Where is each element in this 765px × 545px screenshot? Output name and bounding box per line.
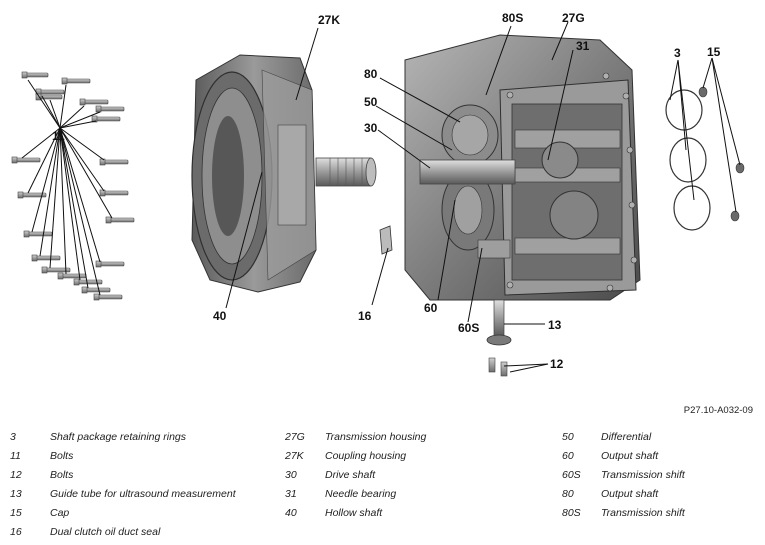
legend-number: 15 bbox=[10, 507, 22, 519]
guide-tube-13 bbox=[486, 299, 512, 346]
oil-duct-seal-16 bbox=[379, 225, 393, 255]
legend-number: 13 bbox=[10, 488, 22, 500]
caps-15 bbox=[698, 86, 745, 222]
legend-number: 60S bbox=[562, 469, 581, 481]
legend-text: Hollow shaft bbox=[325, 507, 383, 519]
callout-16: 16 bbox=[358, 309, 372, 323]
legend-text: Cap bbox=[50, 507, 70, 519]
legend-number: 27K bbox=[285, 450, 304, 462]
bolts-12 bbox=[488, 357, 508, 377]
callout-27K: 27K bbox=[318, 13, 340, 27]
callout-31: 31 bbox=[576, 39, 590, 53]
exploded-view-diagram: 27K 80S 27G 31 3 15 80 50 30 11 40 16 60… bbox=[11, 11, 745, 377]
legend-text: Coupling housing bbox=[325, 450, 407, 462]
callout-11: 11 bbox=[52, 129, 65, 143]
legend-text: Bolts bbox=[50, 450, 74, 462]
legend-number: 40 bbox=[285, 507, 297, 519]
callout-60: 60 bbox=[424, 301, 438, 315]
legend-number: 12 bbox=[10, 469, 22, 481]
callout-80S: 80S bbox=[502, 11, 523, 25]
legend-text: Bolts bbox=[50, 469, 74, 481]
legend-text: Drive shaft bbox=[325, 469, 376, 481]
retaining-rings-3 bbox=[665, 89, 711, 231]
legend-number: 3 bbox=[10, 431, 16, 443]
callout-30: 30 bbox=[364, 121, 378, 135]
callout-40: 40 bbox=[213, 309, 227, 323]
bolts-11 bbox=[11, 71, 135, 301]
legend-text: Differential bbox=[601, 431, 652, 443]
parts-legend: 3 Shaft package retaining rings 11 Bolts… bbox=[0, 428, 765, 545]
legend-text: Output shaft bbox=[601, 450, 659, 462]
legend-number: 80S bbox=[562, 507, 581, 519]
legend-number: 60 bbox=[562, 450, 574, 462]
legend-text: Transmission housing bbox=[325, 431, 427, 443]
legend-text: Transmission shift bbox=[601, 469, 685, 481]
legend-number: 16 bbox=[10, 526, 22, 538]
legend-number: 80 bbox=[562, 488, 574, 500]
callout-15: 15 bbox=[707, 45, 721, 59]
transmission-housing-27G bbox=[404, 34, 641, 301]
legend-number: 27G bbox=[285, 431, 305, 443]
drive-shaft-spline bbox=[315, 157, 377, 187]
coupling-housing-27K bbox=[191, 54, 317, 293]
leader-lines bbox=[225, 21, 741, 373]
legend-number: 30 bbox=[285, 469, 297, 481]
callout-80: 80 bbox=[364, 67, 378, 81]
callout-3: 3 bbox=[674, 46, 681, 60]
legend-text: Dual clutch oil duct seal bbox=[50, 526, 161, 538]
callout-labels: 27K 80S 27G 31 3 15 80 50 30 11 40 16 60… bbox=[52, 11, 721, 371]
legend-text: Guide tube for ultrasound measurement bbox=[50, 488, 236, 500]
callout-60S: 60S bbox=[458, 321, 479, 335]
callout-50: 50 bbox=[364, 95, 378, 109]
figure-reference: P27.10-A032-09 bbox=[683, 405, 753, 416]
callout-27G: 27G bbox=[562, 11, 585, 25]
callout-12: 12 bbox=[550, 357, 564, 371]
legend-text: Needle bearing bbox=[325, 488, 397, 500]
legend-number: 31 bbox=[285, 488, 297, 500]
legend-text: Output shaft bbox=[601, 488, 659, 500]
callout-13: 13 bbox=[548, 318, 562, 332]
legend-number: 11 bbox=[10, 450, 21, 462]
legend-number: 50 bbox=[562, 431, 574, 443]
legend-text: Transmission shift bbox=[601, 507, 685, 519]
legend-text: Shaft package retaining rings bbox=[50, 431, 187, 443]
